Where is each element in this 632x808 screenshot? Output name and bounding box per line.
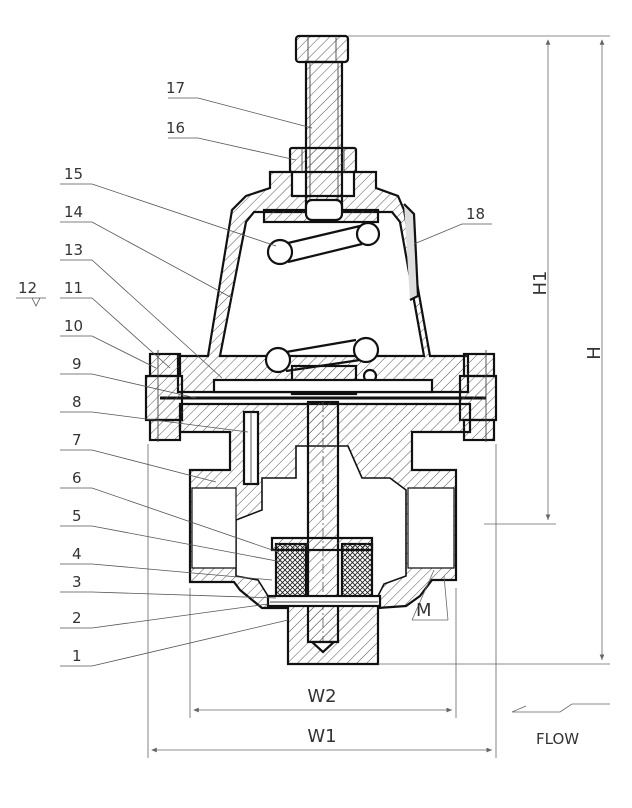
- pressure-spring: [262, 198, 381, 384]
- diaphragm-assembly: [160, 364, 486, 400]
- flange-bolt-right: [458, 350, 498, 442]
- part-label-16: 16: [166, 119, 185, 137]
- part-label-4: 4: [72, 545, 82, 563]
- part-label-11: 11: [64, 279, 83, 297]
- valve-stem: [306, 400, 340, 654]
- part-label-17: 17: [166, 79, 185, 97]
- part-label-10: 10: [64, 317, 83, 335]
- part-label-15: 15: [64, 165, 83, 183]
- part-label-7: 7: [72, 431, 82, 449]
- part-label-18: 18: [466, 205, 485, 223]
- lock-nut: [288, 146, 358, 174]
- dim-label-h1: H1: [530, 271, 551, 296]
- part-label-5: 5: [72, 507, 82, 525]
- dim-label-w2: W2: [307, 686, 336, 707]
- flange-bolt-left: [144, 350, 184, 442]
- part-label-14: 14: [64, 203, 83, 221]
- part-leaders: [16, 97, 492, 667]
- part-label-13: 13: [64, 241, 83, 259]
- part-label-3: 3: [72, 573, 82, 591]
- flow-arrow-icon: [511, 703, 610, 713]
- dim-label-h: H: [584, 346, 605, 360]
- part-label-8: 8: [72, 393, 82, 411]
- valve-disc: [266, 536, 382, 608]
- adjusting-screw: [294, 34, 350, 214]
- dim-label-w1: W1: [307, 726, 336, 747]
- flow-label: FLOW: [536, 730, 579, 748]
- part-label-2: 2: [72, 609, 82, 627]
- bonnet: [176, 170, 470, 394]
- part-label-6: 6: [72, 469, 82, 487]
- dim-label-m: M: [416, 600, 432, 621]
- part-label-9: 9: [72, 355, 82, 373]
- part-label-1: 1: [72, 647, 82, 665]
- dimension-lines: [147, 35, 610, 758]
- part-label-12: 12: [18, 279, 37, 297]
